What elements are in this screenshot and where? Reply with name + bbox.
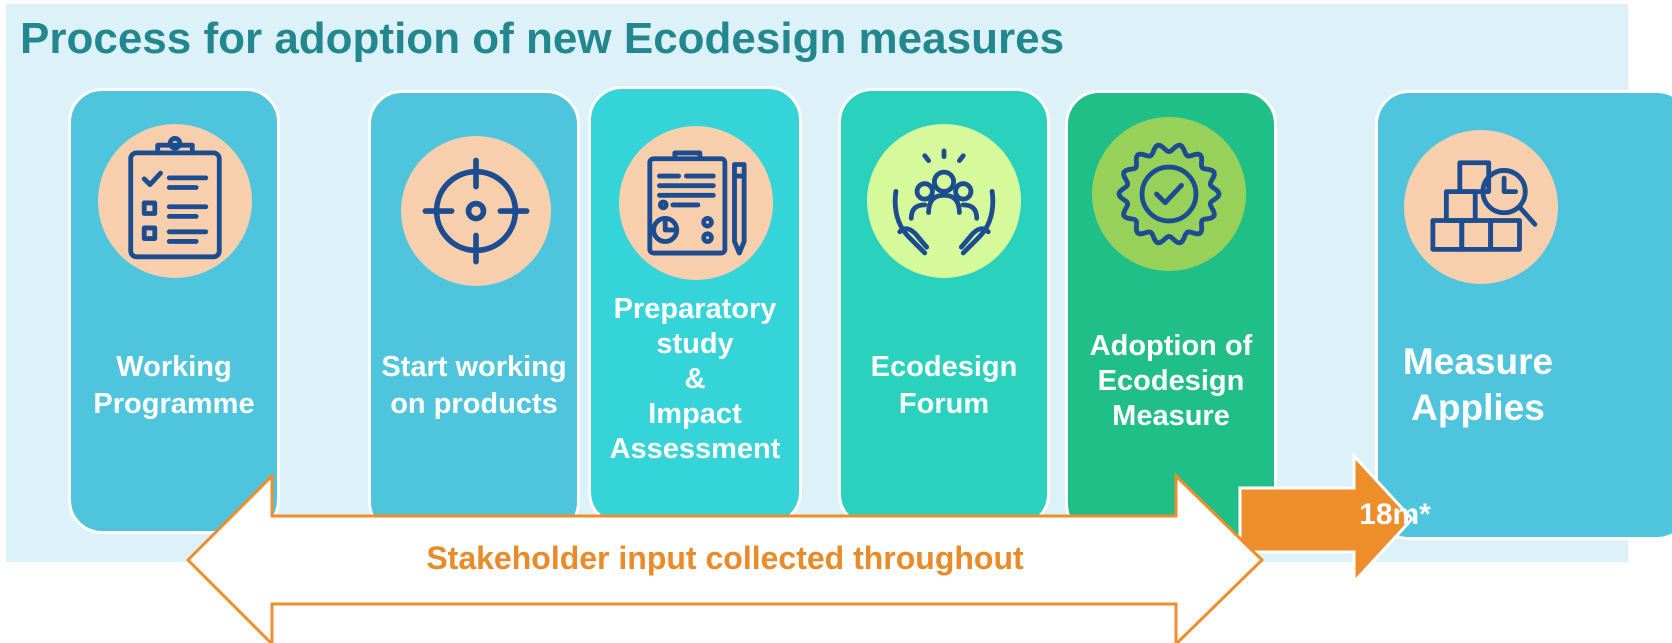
- clipboard-checklist-icon: [128, 136, 222, 260]
- step-icon-circle: [867, 124, 1021, 278]
- step-icon-circle: [619, 126, 773, 280]
- step-icon-circle: [98, 124, 252, 278]
- people-in-hands-icon: [892, 148, 996, 256]
- approval-seal-icon: [1116, 142, 1222, 246]
- report-document-pen-icon: [647, 150, 747, 256]
- page-title: Process for adoption of new Ecodesign me…: [20, 14, 1065, 63]
- step-icon-circle: [1404, 130, 1558, 284]
- stakeholder-label: Stakeholder input collected throughout: [426, 540, 1024, 576]
- step-icon-circle: [401, 136, 551, 286]
- crosshair-target-icon: [422, 157, 530, 265]
- step-icon-circle: [1092, 117, 1246, 271]
- boxes-inspection-icon: [1430, 160, 1538, 252]
- timing-label: 18m*: [1359, 498, 1431, 531]
- timing-arrow: [1238, 452, 1415, 586]
- stakeholder-double-arrow: [185, 472, 1265, 643]
